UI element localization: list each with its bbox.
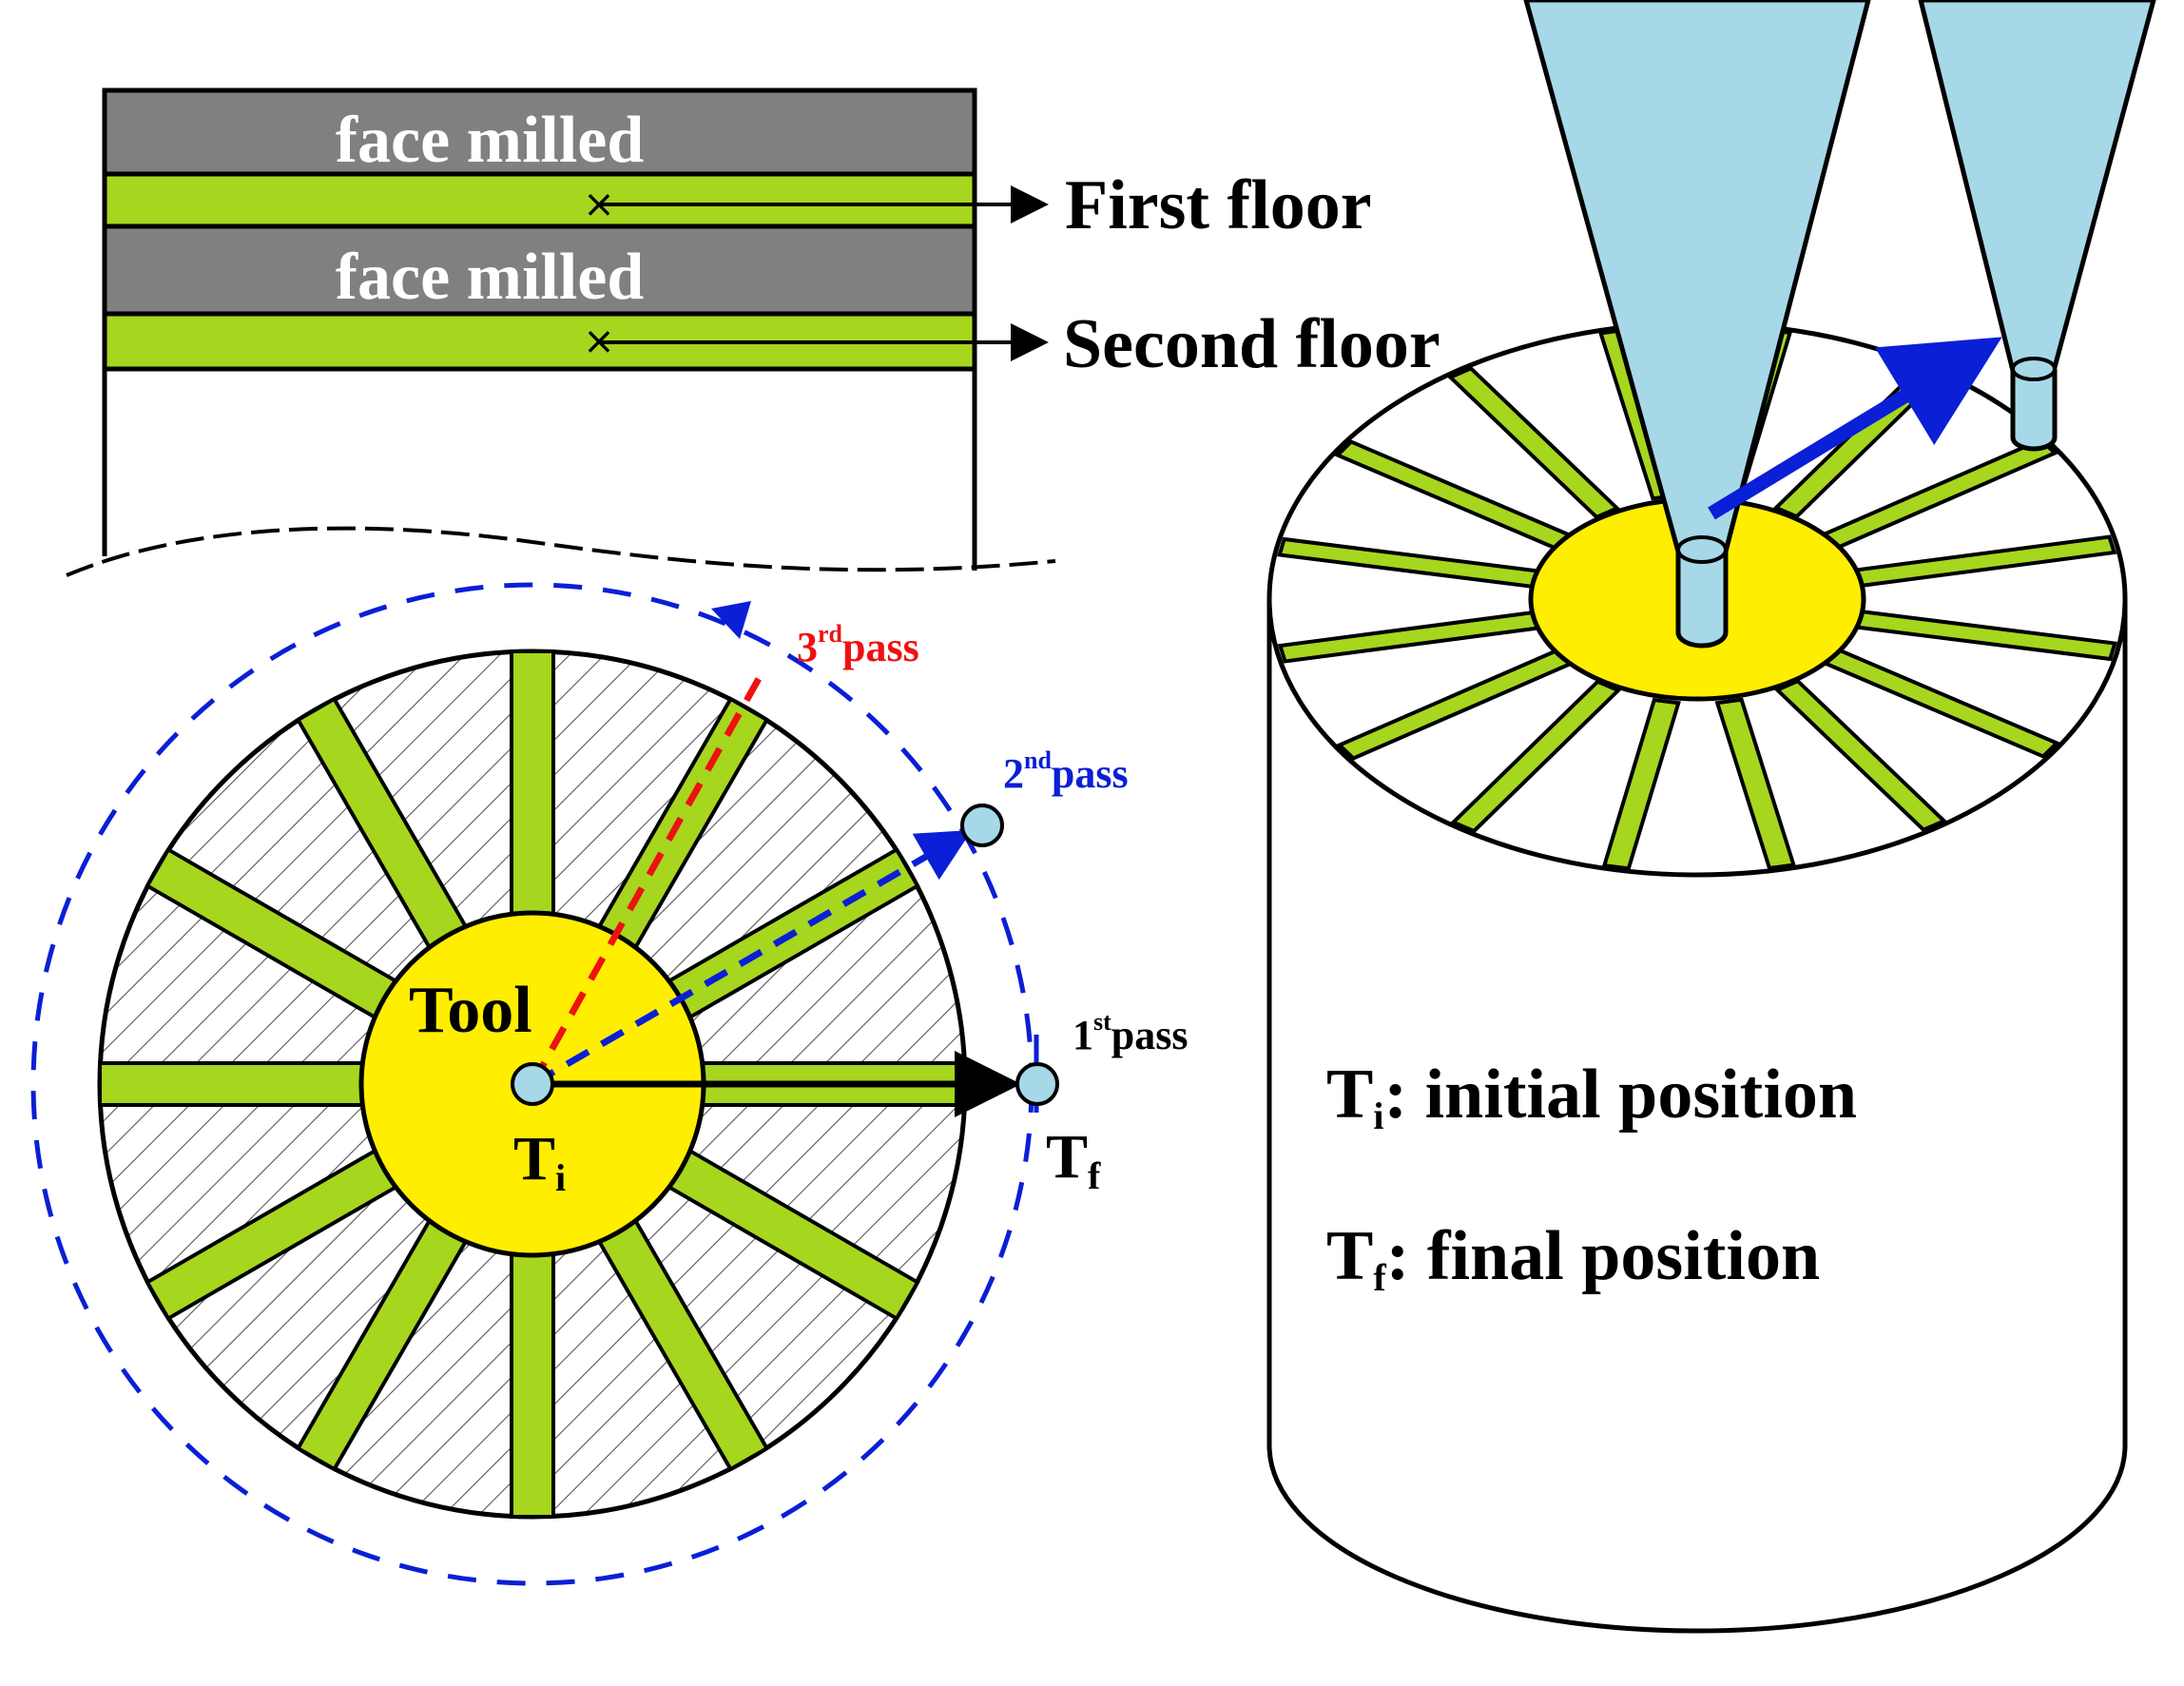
tool-holder-final: [1918, 0, 2156, 374]
tool-final-marker: [1015, 1062, 1059, 1106]
face-milled-label-1: face milled: [336, 104, 645, 177]
legend-final: Tf: final position: [1326, 1217, 1820, 1299]
second-floor-label: Second floor: [1063, 305, 1440, 383]
cylinder-floor-spoke: [1450, 679, 1622, 834]
side-section: face milled face milled × × First floor …: [66, 87, 1440, 628]
tool-move-arrow: [1708, 337, 2002, 520]
final-position-label: Tf: [1046, 1122, 1101, 1197]
tool-bit-initial: [1675, 550, 1729, 649]
cylinder-floor-spoke: [1601, 697, 1681, 871]
cylinder-view: Ti: initial position Tf: final position: [1266, 0, 2156, 1634]
break-line: [66, 526, 1056, 577]
first-floor-layer: [102, 171, 977, 229]
third-pass-label: 3rdpass: [797, 620, 919, 670]
second-pass-path: [531, 829, 973, 1088]
cylinder-floor-spoke: [1714, 697, 1797, 871]
floor-spoke: [98, 1061, 377, 1107]
tool-initial-marker: [511, 1062, 554, 1106]
legend-initial: Ti: initial position: [1326, 1056, 1857, 1137]
first-pass-label: 1stpass: [1073, 1008, 1189, 1058]
initial-position-label: Ti: [513, 1124, 566, 1199]
tool-second-pass-marker: [960, 804, 1004, 847]
rotation-arrow-head: [711, 601, 751, 639]
face-milled-label-2: face milled: [336, 241, 645, 314]
floor-spoke: [510, 1239, 555, 1519]
tool-bit-final: [2010, 369, 2058, 452]
face-milled-layer-1: [102, 87, 977, 177]
cylinder-body: [1266, 599, 2128, 1634]
second-pass-label: 2ndpass: [1003, 746, 1129, 797]
first-floor-label: First floor: [1065, 166, 1372, 244]
floor-spoke: [510, 649, 555, 929]
tool-label: Tool: [409, 974, 532, 1047]
top-view: Tool Ti Tf 3rdpass 2ndpass 1stpass: [30, 582, 1189, 1586]
